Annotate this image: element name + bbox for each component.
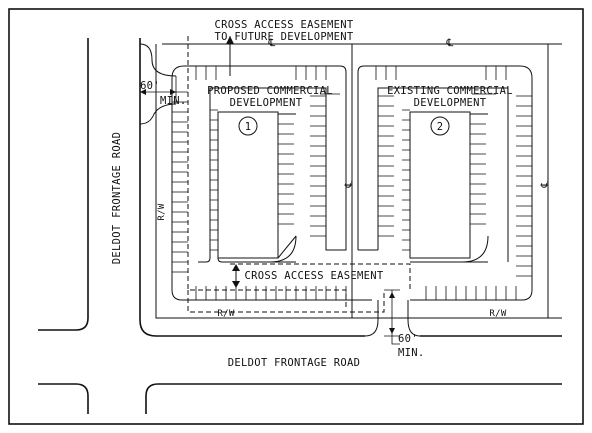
cross-access-mid-label: CROSS ACCESS EASEMENT [244,270,383,282]
property-line-symbol-right: ℄ [539,180,551,188]
drawing-frame [8,8,584,425]
horizontal-frontage-road [38,335,562,414]
property-line-symbol-top-left: ℄ [267,37,275,49]
property-line-symbol-mid: ℄ [343,180,355,188]
row-bottom-right-label: R/W [489,309,506,319]
cross-access-top-line1: CROSS ACCESS EASEMENT [214,19,353,31]
dimension-bottom-60ft [384,289,400,345]
property-line-symbol-top-right: ℄ [445,37,453,49]
proposed-label-line1: PROPOSED COMMERCIAL [207,85,333,97]
parcel-2-number: 2 [437,121,444,133]
dim-bottom-60ft-label: 60' [398,333,418,345]
vertical-frontage-road [38,38,365,337]
dim-top-min-label: MIN. [160,95,187,107]
parking-stalls-lot1-right [310,95,326,237]
row-bottom-left-label: R/W [217,309,234,319]
parking-stalls-lot2-building-right [470,123,486,225]
parcel-1-circle [238,116,258,136]
parcel-2-circle [430,116,450,136]
parking-lot-2 [357,65,533,301]
parcel-1-number: 1 [245,121,252,133]
parking-stalls-lot2-left [378,95,394,237]
road-horizontal-label: DELDOT FRONTAGE ROAD [228,357,360,369]
parking-stalls-lot2-inner [402,109,410,251]
parking-stalls-lot1-building-right [278,123,294,225]
bottom-entrance [364,300,421,337]
parking-stalls-lot1-top [195,66,327,80]
parking-stalls-lot1-left [172,91,188,273]
existing-label-line2: DEVELOPMENT [414,97,487,109]
dim-bottom-min-label: MIN. [398,347,425,359]
road-vertical-label: DELDOT FRONTAGE ROAD [111,132,123,264]
right-of-way-line [155,44,562,319]
easement-arrows [226,36,240,288]
building-2 [409,111,471,259]
building-1 [217,111,279,259]
parking-stalls-lot1-bottom [195,286,347,300]
parking-stalls-lot2-right [516,95,532,277]
top-entrance [139,43,177,125]
parking-lot-1 [171,65,372,301]
row-left-label: R/W [157,203,167,220]
existing-label-line1: EXISTING COMMERCIAL [387,85,513,97]
dim-top-60ft-label: 60' [140,80,160,92]
cross-access-easement-boundary [187,36,411,313]
parking-stalls-lot2-top [375,66,507,80]
dimension-top-60ft [139,76,177,104]
cross-access-top-line2: TO FUTURE DEVELOPMENT [214,31,353,43]
parking-stalls-lot2-bottom [425,286,517,300]
parking-stalls-lot1-inner [210,109,218,251]
proposed-label-line2: DEVELOPMENT [230,97,303,109]
